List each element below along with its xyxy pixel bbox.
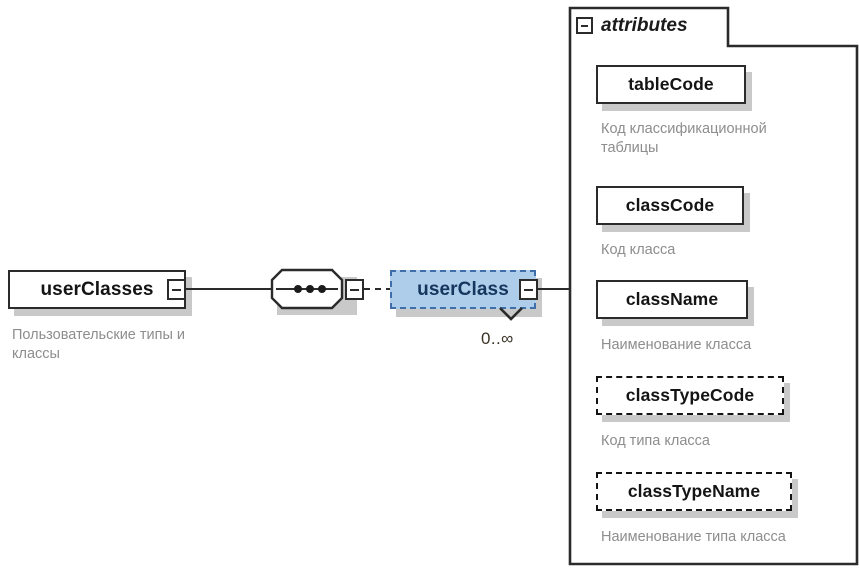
user-classes-collapse-icon[interactable]: [167, 279, 186, 300]
element-user-classes-label: userClasses: [40, 279, 154, 300]
element-user-class[interactable]: userClass: [390, 270, 536, 309]
connector-sequence-to-user-class: [364, 288, 392, 290]
user-classes-description: Пользовательские типы и классы: [12, 327, 186, 362]
attributes-collapse-icon[interactable]: [576, 17, 593, 34]
attribute-class-type-code-description: Код типа класса: [601, 433, 710, 449]
attribute-class-code[interactable]: classCode: [596, 186, 744, 225]
attribute-class-code-label: classCode: [625, 194, 715, 215]
chevron-down-icon: [496, 305, 526, 328]
attributes-panel-title: attributes: [601, 15, 688, 36]
attribute-class-type-name-label: classTypeName: [627, 480, 761, 501]
element-user-classes[interactable]: userClasses: [8, 270, 186, 309]
attribute-table-code[interactable]: tableCode: [596, 65, 746, 104]
element-user-class-label: userClass: [417, 279, 509, 300]
attribute-class-type-name-description: Наименование типа класса: [601, 529, 786, 545]
user-class-occurrence: 0..∞: [481, 329, 514, 348]
sequence-collapse-icon[interactable]: [345, 279, 364, 300]
attribute-class-name-description: Наименование класса: [601, 337, 752, 353]
attribute-class-type-code-label: classTypeCode: [625, 384, 755, 405]
attribute-class-name-label: className: [625, 288, 719, 309]
connector-user-class-to-attributes: [537, 288, 570, 290]
attribute-class-type-code[interactable]: classTypeCode: [596, 376, 784, 415]
attribute-class-type-name[interactable]: classTypeName: [596, 472, 792, 511]
attribute-table-code-description: Код классификационной таблицы: [601, 121, 767, 156]
attribute-table-code-label: tableCode: [628, 73, 714, 94]
attribute-class-name[interactable]: className: [596, 280, 748, 319]
connector-root-to-sequence: [186, 288, 272, 290]
compositor-sequence[interactable]: [270, 268, 356, 310]
user-class-collapse-icon[interactable]: [519, 279, 538, 300]
attribute-class-code-description: Код класса: [601, 242, 676, 258]
